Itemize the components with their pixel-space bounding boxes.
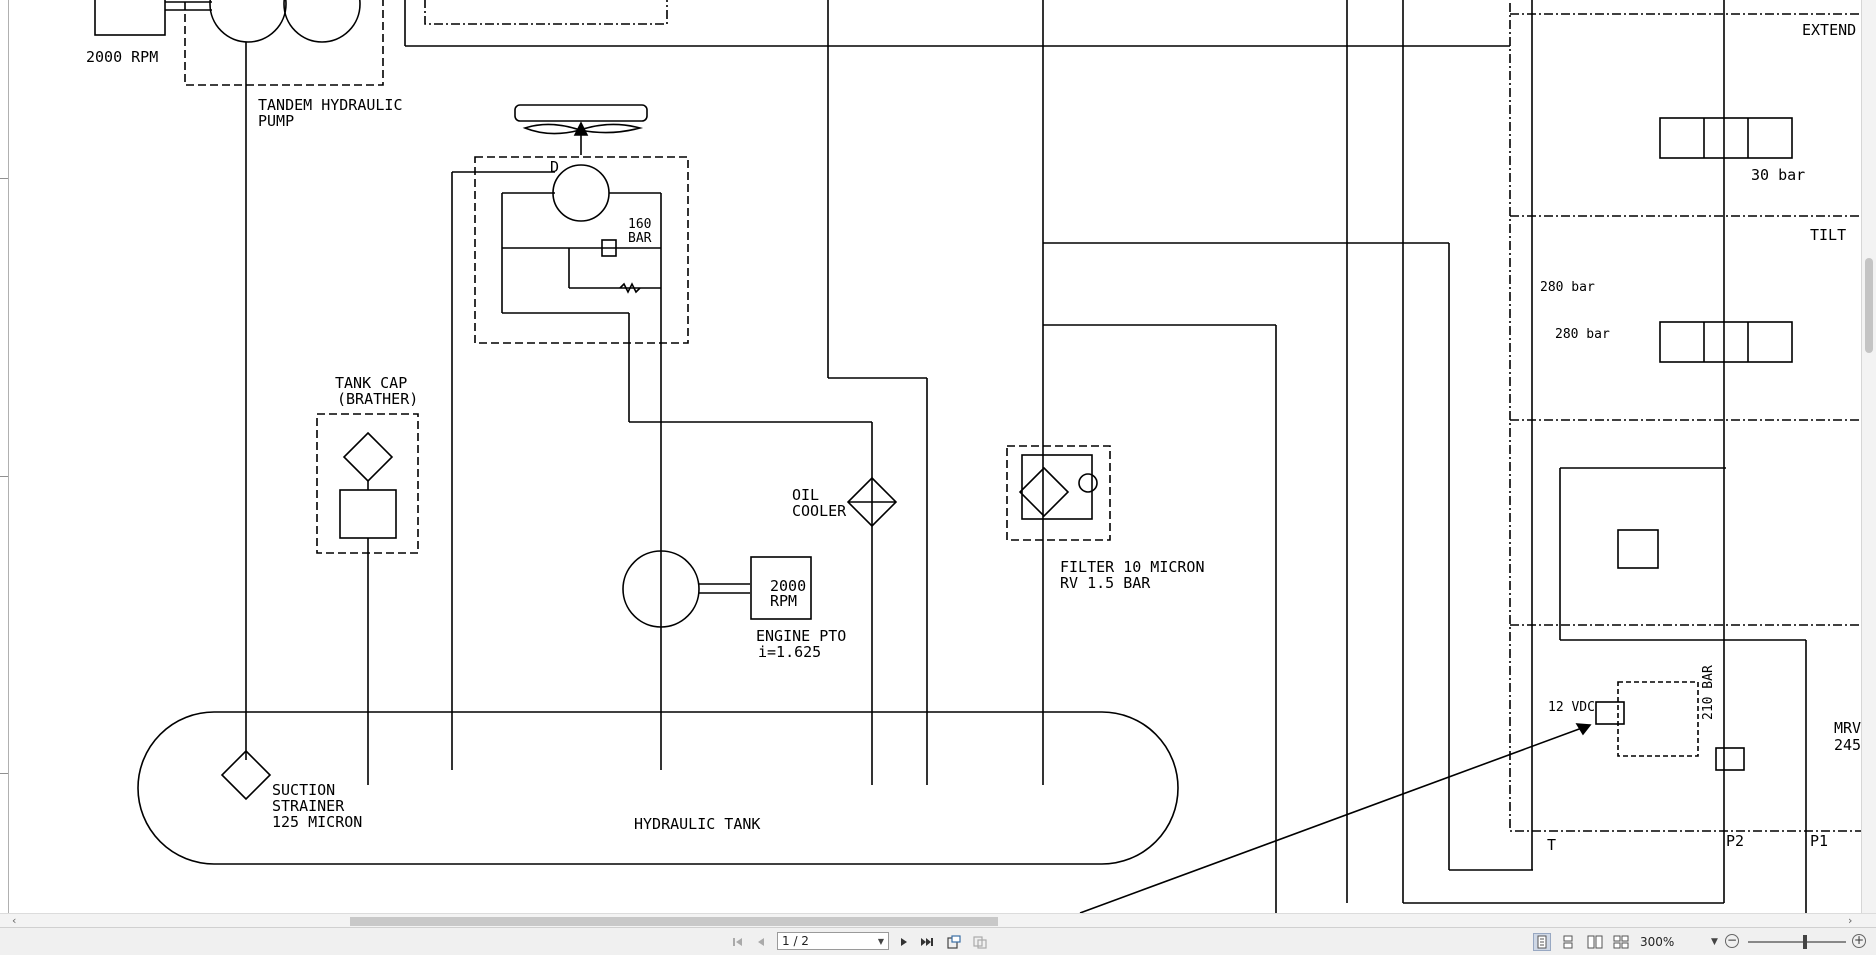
port-t-label: T (1547, 836, 1556, 854)
bar-210-label: 210 BAR (1701, 665, 1716, 720)
oil-cooler-label: OIL (792, 486, 819, 504)
two-page-view-button[interactable] (1586, 933, 1604, 951)
mrv-label: MRV (1834, 719, 1861, 737)
book-view-button[interactable] (1612, 933, 1630, 951)
status-bar: 1 / 2 ▼ 300% ▼ − + (0, 927, 1876, 955)
zoom-dropdown-icon[interactable]: ▼ (1711, 937, 1718, 947)
ruler-mark (0, 178, 8, 179)
tandem-pump-label: TANDEM HYDRAULIC (258, 96, 403, 114)
next-page-icon (901, 938, 907, 946)
page-indicator-text: 1 / 2 (782, 934, 809, 948)
zoom-slider[interactable] (1748, 941, 1846, 943)
engine-pto-label: ENGINE PTO (756, 627, 846, 645)
suction-label: SUCTION (272, 781, 335, 799)
port-d-label: D (550, 158, 559, 176)
ruler-mark (0, 476, 8, 477)
vertical-scroll-thumb[interactable] (1865, 258, 1873, 353)
two-page-icon (1587, 935, 1603, 949)
ruler-mark (0, 773, 8, 774)
rotate-icon (947, 935, 961, 949)
scroll-right-icon[interactable]: › (1848, 914, 1853, 927)
relief-160-label-2: BAR (628, 231, 652, 246)
continuous-page-icon (1563, 935, 1573, 949)
engine-pto-label-2: i=1.625 (758, 643, 821, 661)
tandem-pump-label-2: PUMP (258, 112, 294, 130)
bar-280-label-2: 280 bar (1555, 327, 1610, 342)
next-page-button[interactable] (895, 933, 913, 951)
copy-button[interactable] (971, 933, 989, 951)
port-p1-label: P1 (1810, 832, 1828, 850)
engine-rpm-label: 2000 (770, 577, 806, 595)
filter-label: FILTER 10 MICRON (1060, 558, 1205, 576)
single-page-view-button[interactable] (1533, 933, 1551, 951)
hydraulic-schematic: 2000 RPM TANDEM HYDRAULIC PUMP TANK CAP … (86, 0, 1871, 913)
rotate-button[interactable] (945, 933, 963, 951)
suction-label-3: 125 MICRON (272, 813, 362, 831)
last-page-icon (921, 938, 933, 946)
continuous-view-button[interactable] (1559, 933, 1577, 951)
port-p2-label: P2 (1726, 832, 1744, 850)
bar-30-label: 30 bar (1751, 166, 1805, 184)
mrv-label-2: 245 (1834, 736, 1861, 754)
horizontal-scrollbar[interactable]: ‹ › (0, 913, 1876, 928)
horizontal-scroll-thumb[interactable] (350, 917, 998, 926)
single-page-icon (1537, 935, 1547, 949)
zoom-level[interactable]: 300% (1640, 935, 1675, 949)
suction-label-2: STRAINER (272, 797, 345, 815)
vdc-12-label: 12 VDC (1548, 700, 1595, 715)
relief-160-label: 160 (628, 217, 651, 232)
last-page-button[interactable] (918, 933, 936, 951)
hydraulic-tank-label: HYDRAULIC TANK (634, 815, 760, 833)
pump-rpm-label: 2000 RPM (86, 48, 158, 66)
first-page-button[interactable] (729, 933, 747, 951)
engine-rpm-label-2: RPM (770, 592, 797, 610)
prev-page-button[interactable] (752, 933, 770, 951)
extend-label: EXTEND (1802, 21, 1856, 39)
left-ruler (0, 0, 9, 913)
book-view-icon (1613, 935, 1629, 949)
tank-cap-label-2: (BRATHER) (337, 390, 418, 408)
first-page-icon (733, 938, 742, 946)
prev-page-icon (758, 938, 764, 946)
bar-280-label: 280 bar (1540, 280, 1595, 295)
document-page[interactable]: 2000 RPM TANDEM HYDRAULIC PUMP TANK CAP … (0, 0, 1876, 913)
copy-icon (973, 936, 987, 949)
tank-cap-label: TANK CAP (335, 374, 407, 392)
page-indicator-input[interactable]: 1 / 2 ▼ (777, 932, 889, 950)
zoom-in-icon[interactable]: + (1852, 933, 1866, 948)
zoom-out-icon[interactable]: − (1725, 933, 1739, 948)
filter-label-2: RV 1.5 BAR (1060, 574, 1151, 592)
zoom-slider-thumb[interactable] (1803, 935, 1807, 949)
oil-cooler-label-2: COOLER (792, 502, 847, 520)
tilt-label: TILT (1810, 226, 1846, 244)
scroll-left-icon[interactable]: ‹ (12, 914, 17, 927)
vertical-scrollbar[interactable] (1861, 0, 1876, 913)
chevron-down-icon: ▼ (877, 936, 884, 946)
